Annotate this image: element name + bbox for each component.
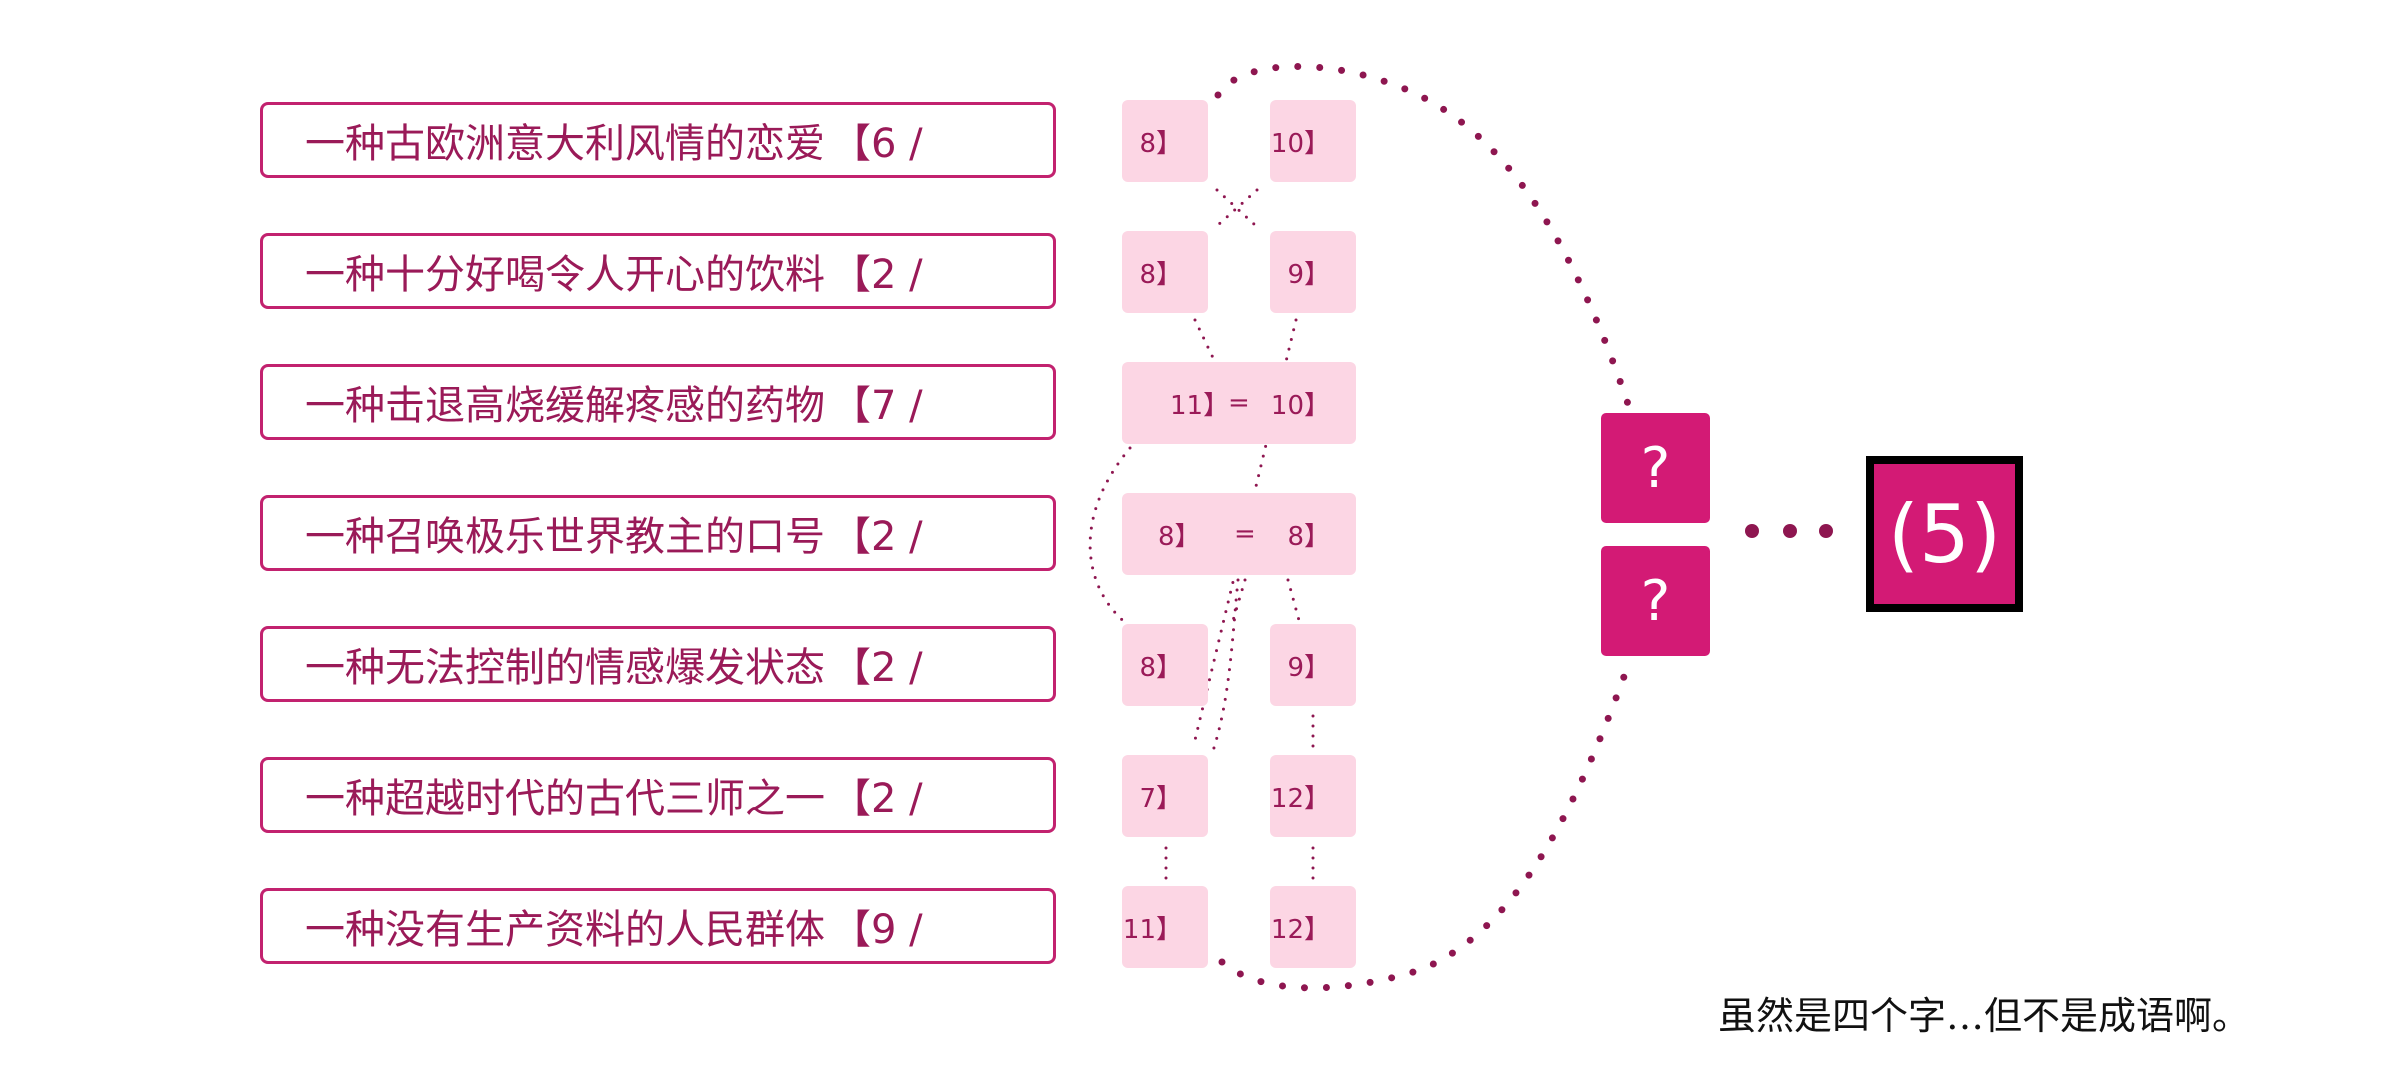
number-box: 8】 [1122,624,1208,706]
unknown-char-box-2: ? [1601,546,1710,656]
number-value: 8】 [1139,652,1182,683]
clue-text: 一种超越时代的古代三师之一 [305,776,825,822]
cross-line-b [1216,188,1259,227]
number-box: 9】 [1270,624,1356,706]
link-line [1193,318,1217,364]
number-value: 9】 [1287,652,1330,683]
clue-bracket: 【2 / [831,252,923,298]
clue-bracket: 【2 / [831,776,923,822]
number-box-merged: 8】 = 8】 [1122,493,1356,575]
clue-bracket: 【7 / [831,383,923,429]
question-mark: ? [1640,435,1671,501]
link-line [1230,578,1247,626]
number-box: 12】 [1270,755,1356,837]
clue-text: 一种击退高烧缓解疼感的药物 [305,383,825,429]
clue-row-2: 一种十分好喝令人开心的饮料【2 / [260,233,1056,309]
clue-text: 一种无法控制的情感爆发状态 [305,645,825,691]
number-box: 10】 [1270,100,1356,182]
link-line [1210,578,1240,756]
clue-text: 一种召唤极乐世界教主的口号 [305,514,825,560]
number-value: 11】 [1122,914,1182,945]
clue-row-3: 一种击退高烧缓解疼感的药物【7 / [260,364,1056,440]
number-box-merged: 11】= 10】 [1122,362,1356,444]
unknown-char-box-1: ? [1601,413,1710,523]
number-box: 8】 [1122,100,1208,182]
clue-bracket: 【2 / [831,514,923,560]
number-value: 11】 [1170,390,1230,421]
equals-sign: = [1234,519,1256,549]
number-value: 8】 [1139,259,1182,290]
equals-sign: = [1228,388,1250,418]
link-line [1193,318,1298,742]
number-box: 11】 [1122,886,1208,968]
number-value: 12】 [1270,914,1330,945]
number-value: 8】 [1287,521,1330,552]
ellipsis-dots [1745,524,1833,538]
question-mark: ? [1640,568,1671,634]
clue-text: 一种古欧洲意大利风情的恋爱 [305,121,825,167]
number-box: 8】 [1122,231,1208,313]
clue-text: 一种没有生产资料的人民群体 [305,907,825,953]
clue-bracket: 【2 / [831,645,923,691]
number-value: 10】 [1270,390,1330,421]
answer-box: (5) [1866,456,2023,612]
number-value: 8】 [1139,128,1182,159]
number-value: 12】 [1270,783,1330,814]
clue-row-7: 一种没有生产资料的人民群体【9 / [260,888,1056,964]
number-value: 7】 [1139,783,1182,814]
clue-text: 一种十分好喝令人开心的饮料 [305,252,825,298]
number-box: 9】 [1270,231,1356,313]
cross-line-a [1215,188,1257,227]
number-value: 9】 [1287,259,1330,290]
number-value: 10】 [1270,128,1330,159]
caption: 虽然是四个字…但不是成语啊。 [1718,994,2251,1038]
number-box: 7】 [1122,755,1208,837]
clue-row-4: 一种召唤极乐世界教主的口号【2 / [260,495,1056,571]
link-line [1286,578,1302,626]
clue-row-1: 一种古欧洲意大利风情的恋爱【6 / [260,102,1056,178]
number-box: 12】 [1270,886,1356,968]
answer-number: (5) [1887,487,2002,581]
clue-row-5: 一种无法控制的情感爆发状态【2 / [260,626,1056,702]
clue-row-6: 一种超越时代的古代三师之一【2 / [260,757,1056,833]
number-value: 8】 [1158,521,1201,552]
clue-bracket: 【9 / [831,907,923,953]
clue-bracket: 【6 / [831,121,923,167]
